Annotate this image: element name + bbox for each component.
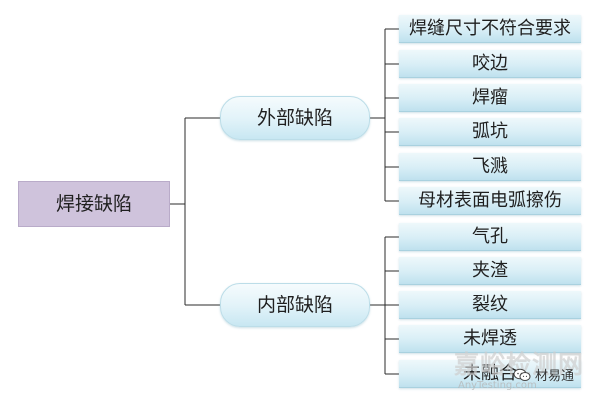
leaf-node-overlap: 焊瘤: [399, 84, 581, 112]
leaf-node-crater: 弧坑: [399, 118, 581, 146]
leaf-node-porosity: 气孔: [399, 223, 581, 251]
group-node-external-defects: 外部缺陷: [220, 96, 370, 140]
group-node-internal-defects: 内部缺陷: [220, 283, 370, 327]
leaf-node-size-nonconformance: 焊缝尺寸不符合要求: [399, 15, 581, 43]
leaf-node-lack-of-fusion: 未融合: [399, 360, 581, 388]
leaf-node-crack: 裂纹: [399, 291, 581, 319]
wechat-icon: [513, 368, 531, 381]
leaf-node-incomplete-penetration: 未焊透: [399, 325, 581, 353]
leaf-node-slag-inclusion: 夹渣: [399, 257, 581, 285]
watermark-site-url: AnyTesting.com: [458, 380, 537, 391]
root-node-weld-defects: 焊接缺陷: [18, 181, 170, 227]
leaf-node-spatter: 飞溅: [399, 153, 581, 181]
wechat-account-name: 材易通: [535, 369, 575, 384]
leaf-node-arc-strike: 母材表面电弧擦伤: [399, 187, 581, 215]
wechat-account-badge: 材易通: [513, 365, 574, 384]
leaf-node-undercut: 咬边: [399, 50, 581, 78]
